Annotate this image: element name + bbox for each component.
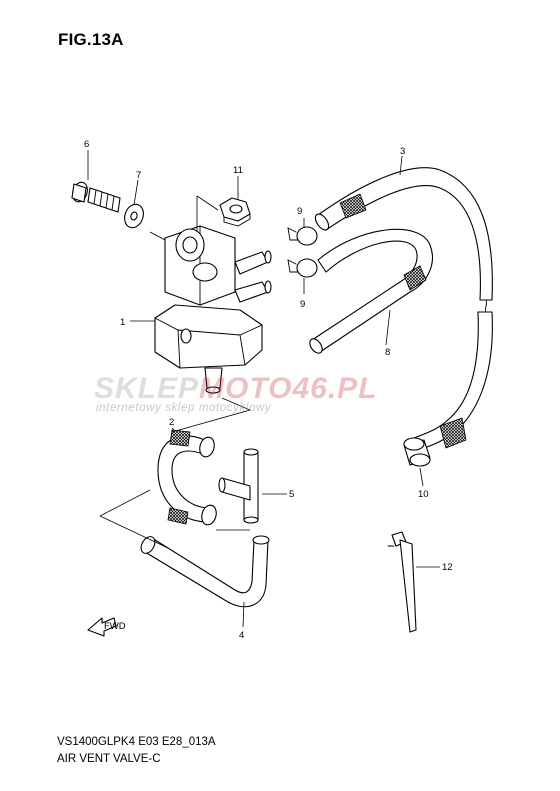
model-code: VS1400GLPK4 E03 E28_013A xyxy=(57,736,216,748)
bolt-part xyxy=(71,181,121,213)
bent-hose-part xyxy=(309,228,433,354)
tie-strap-part xyxy=(387,531,417,633)
clamp-part-upper xyxy=(287,226,318,246)
l-hose-part xyxy=(140,535,270,608)
callout-2: 2 xyxy=(169,417,174,428)
watermark-tagline: internetowy sklep motocyklowy xyxy=(96,402,272,414)
air-vent-valve-body xyxy=(154,225,272,394)
callout-9b: 9 xyxy=(300,299,305,310)
callout-8: 8 xyxy=(385,347,390,358)
figure-title: FIG.13A xyxy=(58,30,124,49)
fwd-label: FWD xyxy=(104,621,126,632)
callout-4: 4 xyxy=(239,630,244,641)
callout-11: 11 xyxy=(233,165,243,176)
watermark-brand: SKLEPMOTO46.PL xyxy=(94,372,378,405)
t-joint-part xyxy=(218,448,259,524)
callout-5: 5 xyxy=(289,489,294,500)
cap-part xyxy=(403,437,431,467)
leader-lines xyxy=(87,150,440,628)
callout-6: 6 xyxy=(84,139,89,150)
callout-12: 12 xyxy=(442,562,453,573)
u-hose-part xyxy=(157,429,217,526)
washer-part xyxy=(124,203,144,229)
nut-part xyxy=(219,197,251,227)
callout-10: 10 xyxy=(418,489,429,500)
callout-9a: 9 xyxy=(297,206,302,217)
clamp-part-lower xyxy=(287,258,318,278)
long-hose-part xyxy=(314,167,493,451)
callout-7: 7 xyxy=(136,170,141,181)
diagram-name: AIR VENT VALVE-C xyxy=(57,753,161,765)
callout-1: 1 xyxy=(120,317,125,328)
fwd-arrow-icon: FWD xyxy=(87,617,126,637)
callout-3: 3 xyxy=(400,146,405,157)
